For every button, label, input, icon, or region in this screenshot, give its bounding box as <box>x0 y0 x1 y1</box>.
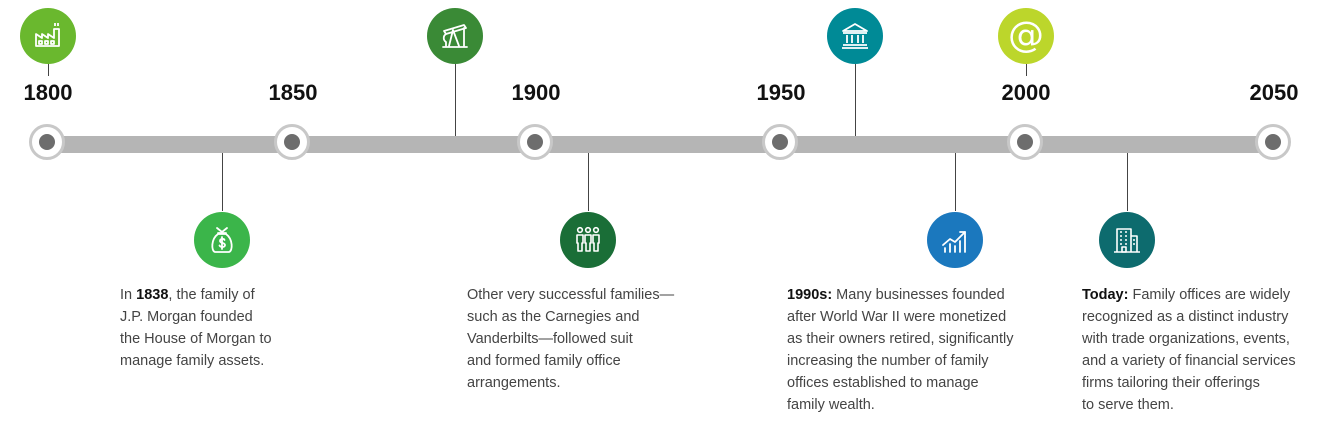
event-today-line-5: firms tailoring their offerings <box>1082 375 1260 391</box>
event-jp-morgan-line-2: J.P. Morgan founded <box>120 309 253 325</box>
factory-icon <box>20 8 76 64</box>
people-icon <box>560 212 616 268</box>
event-nineties: 1990s: Many businesses founded after Wor… <box>787 284 1013 416</box>
year-1838: 1838 <box>136 287 169 303</box>
event-carnegies-line-3: Vanderbilts—followed suit <box>467 331 633 347</box>
event-nineties-line-3: as their owners retired, significantly <box>787 331 1014 347</box>
timeline-node-1900 <box>517 124 553 160</box>
event-today-line-2: recognized as a distinct industry <box>1082 309 1289 325</box>
timeline-node-2000 <box>1007 124 1043 160</box>
event-carnegies-line-4: and formed family office <box>467 353 621 369</box>
event-jp-morgan: In 1838, the family of J.P. Morgan found… <box>120 284 272 372</box>
event-today-line-6: to serve them. <box>1082 397 1174 413</box>
year-label-2000: 2000 <box>1001 80 1051 105</box>
office-building-icon <box>1099 212 1155 268</box>
money-bag-icon <box>194 212 250 268</box>
year-label-1900: 1900 <box>511 80 561 105</box>
stem-growth-chart <box>955 153 956 211</box>
event-today-line-1: Today: Family offices are widely <box>1082 287 1291 303</box>
event-nineties-line-2: after World War II were monetized <box>787 309 1007 325</box>
stem-money-bag <box>222 153 223 211</box>
event-carnegies: Other very successful families— such as … <box>467 284 674 394</box>
stem-oil-pump <box>455 64 456 136</box>
timeline-node-1850 <box>274 124 310 160</box>
event-nineties-line-1: 1990s: Many businesses founded <box>787 287 1005 303</box>
bank-icon <box>827 8 883 64</box>
timeline-node-1800 <box>29 124 65 160</box>
year-label-1850: 1850 <box>268 80 318 105</box>
timeline-node-1950 <box>762 124 798 160</box>
at-sign-glyph: @ <box>1008 15 1044 56</box>
event-jp-morgan-line-1: In 1838, the family of <box>120 287 255 303</box>
stem-people <box>588 153 589 211</box>
stem-bank <box>855 64 856 136</box>
event-today: Today: Family offices are widely recogni… <box>1082 284 1296 416</box>
event-nineties-line-6: family wealth. <box>787 397 875 413</box>
event-nineties-line-5: offices established to manage <box>787 375 979 391</box>
oil-pump-icon <box>427 8 483 64</box>
label-today: Today: <box>1082 287 1129 303</box>
label-1990s: 1990s: <box>787 287 833 303</box>
event-jp-morgan-line-4: manage family assets. <box>120 353 265 369</box>
event-carnegies-line-1: Other very successful families— <box>467 287 675 303</box>
at-sign-icon: @ <box>998 8 1054 64</box>
timeline-node-2050 <box>1255 124 1291 160</box>
event-jp-morgan-line-3: the House of Morgan to <box>120 331 272 347</box>
year-label-2050: 2050 <box>1249 80 1299 105</box>
year-label-1800: 1800 <box>23 80 73 105</box>
stem-building <box>1127 153 1128 211</box>
stem-factory <box>48 62 49 76</box>
event-carnegies-line-2: such as the Carnegies and <box>467 309 640 325</box>
event-carnegies-line-5: arrangements. <box>467 375 561 391</box>
timeline-bar <box>48 136 1274 153</box>
event-nineties-line-4: increasing the number of family <box>787 353 989 369</box>
event-today-line-3: with trade organizations, events, <box>1082 331 1290 347</box>
growth-chart-icon <box>927 212 983 268</box>
stem-at-sign <box>1026 64 1027 76</box>
year-label-1950: 1950 <box>756 80 806 105</box>
event-today-line-4: and a variety of financial services <box>1082 353 1296 369</box>
